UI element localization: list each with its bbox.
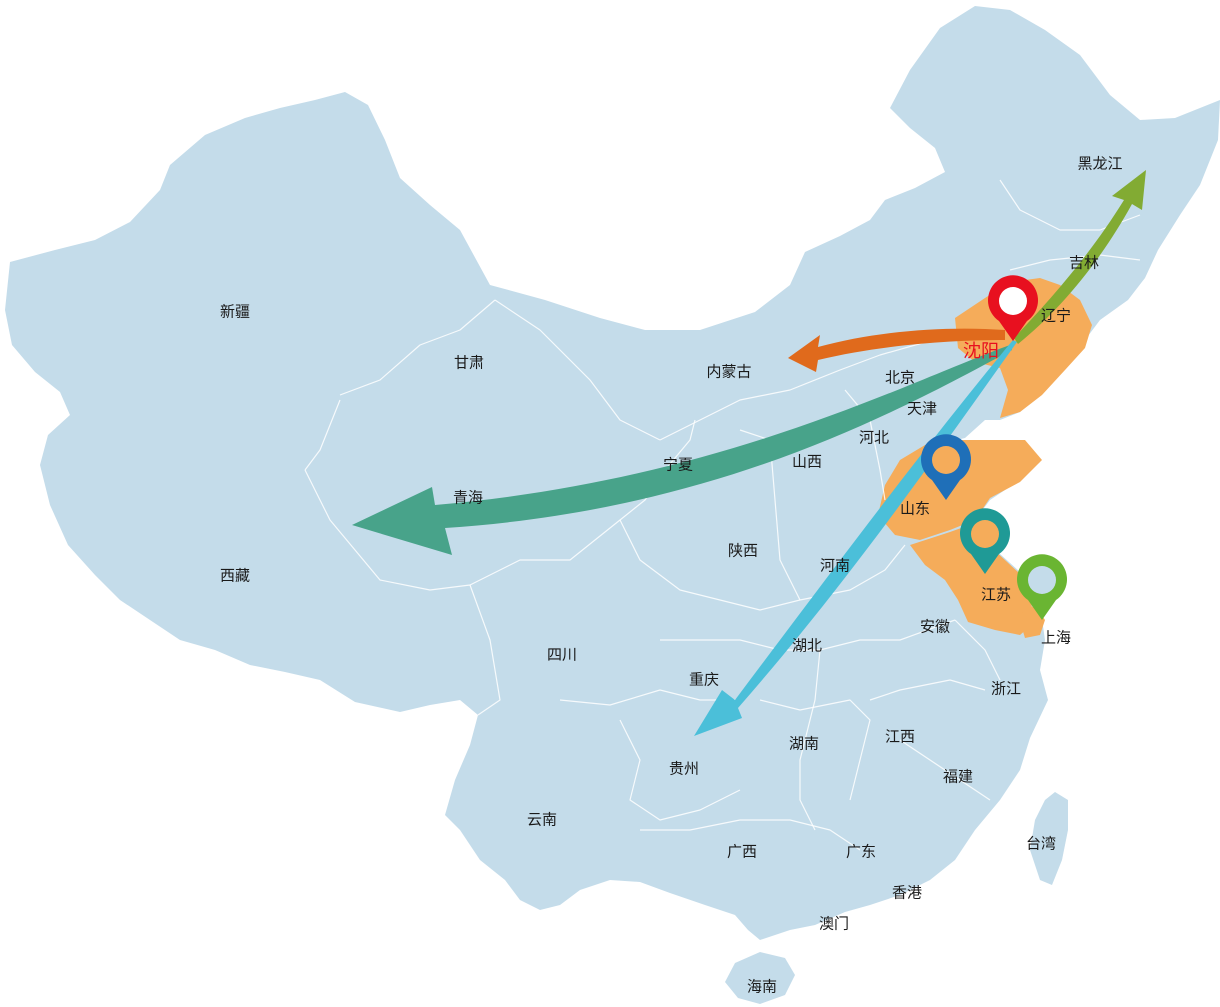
shanghai-marker[interactable] [1017,554,1067,620]
shenyang-marker[interactable] [988,275,1038,341]
label-fujian: 福建 [943,768,973,786]
jiangsu-highlight [910,522,1035,635]
label-anhui: 安徽 [920,618,950,636]
arrow-to-neimenggu [788,328,1005,372]
label-taiwan: 台湾 [1026,835,1056,853]
arrow-to-qinghai [352,345,1012,555]
label-sichuan: 四川 [547,646,577,664]
origin-city-label: 沈阳 [963,341,999,362]
label-hainan: 海南 [747,978,777,996]
hainan-island [725,952,795,1004]
label-neimenggu: 内蒙古 [706,363,751,381]
label-shanghai: 上海 [1041,629,1071,647]
label-hebei: 河北 [859,429,889,447]
province-labels: 新疆 西藏 甘肃 青海 内蒙古 宁夏 山西 陕西 四川 重庆 云南 贵州 广西 … [220,155,1123,996]
label-gansu: 甘肃 [454,354,484,372]
label-aomen: 澳门 [819,915,849,933]
label-tianjin: 天津 [907,400,937,418]
jiangsu-marker[interactable] [960,508,1010,574]
label-xizang: 西藏 [220,567,250,585]
label-shanxi: 山西 [792,453,822,471]
label-zhejiang: 浙江 [991,680,1021,698]
label-henan: 河南 [820,557,850,575]
label-xianggang: 香港 [892,884,922,902]
label-qinghai: 青海 [453,489,483,507]
label-chongqing: 重庆 [689,671,719,689]
province-borders [304,179,1141,851]
label-xinjiang: 新疆 [220,303,250,321]
label-beijing: 北京 [885,369,915,387]
label-yunnan: 云南 [527,811,557,829]
label-hunan: 湖南 [789,735,819,753]
label-liaoning: 辽宁 [1041,307,1071,325]
label-jilin: 吉林 [1069,254,1099,272]
label-jiangxi: 江西 [885,728,915,746]
shandong-marker[interactable] [921,434,971,500]
china-landmass [5,6,1220,940]
label-guizhou: 贵州 [669,760,699,778]
label-heilongjiang: 黑龙江 [1077,155,1122,173]
taiwan-island [1030,792,1068,885]
arrow-to-heilongjiang [1014,170,1146,344]
label-guangdong: 广东 [846,843,876,861]
label-ningxia: 宁夏 [663,456,693,474]
label-shaanxi: 陕西 [728,542,758,560]
label-shandong: 山东 [900,500,930,518]
label-guangxi: 广西 [727,843,757,861]
label-hubei: 湖北 [792,637,822,655]
liaoning-highlight [955,278,1092,418]
label-jiangsu: 江苏 [981,586,1011,604]
